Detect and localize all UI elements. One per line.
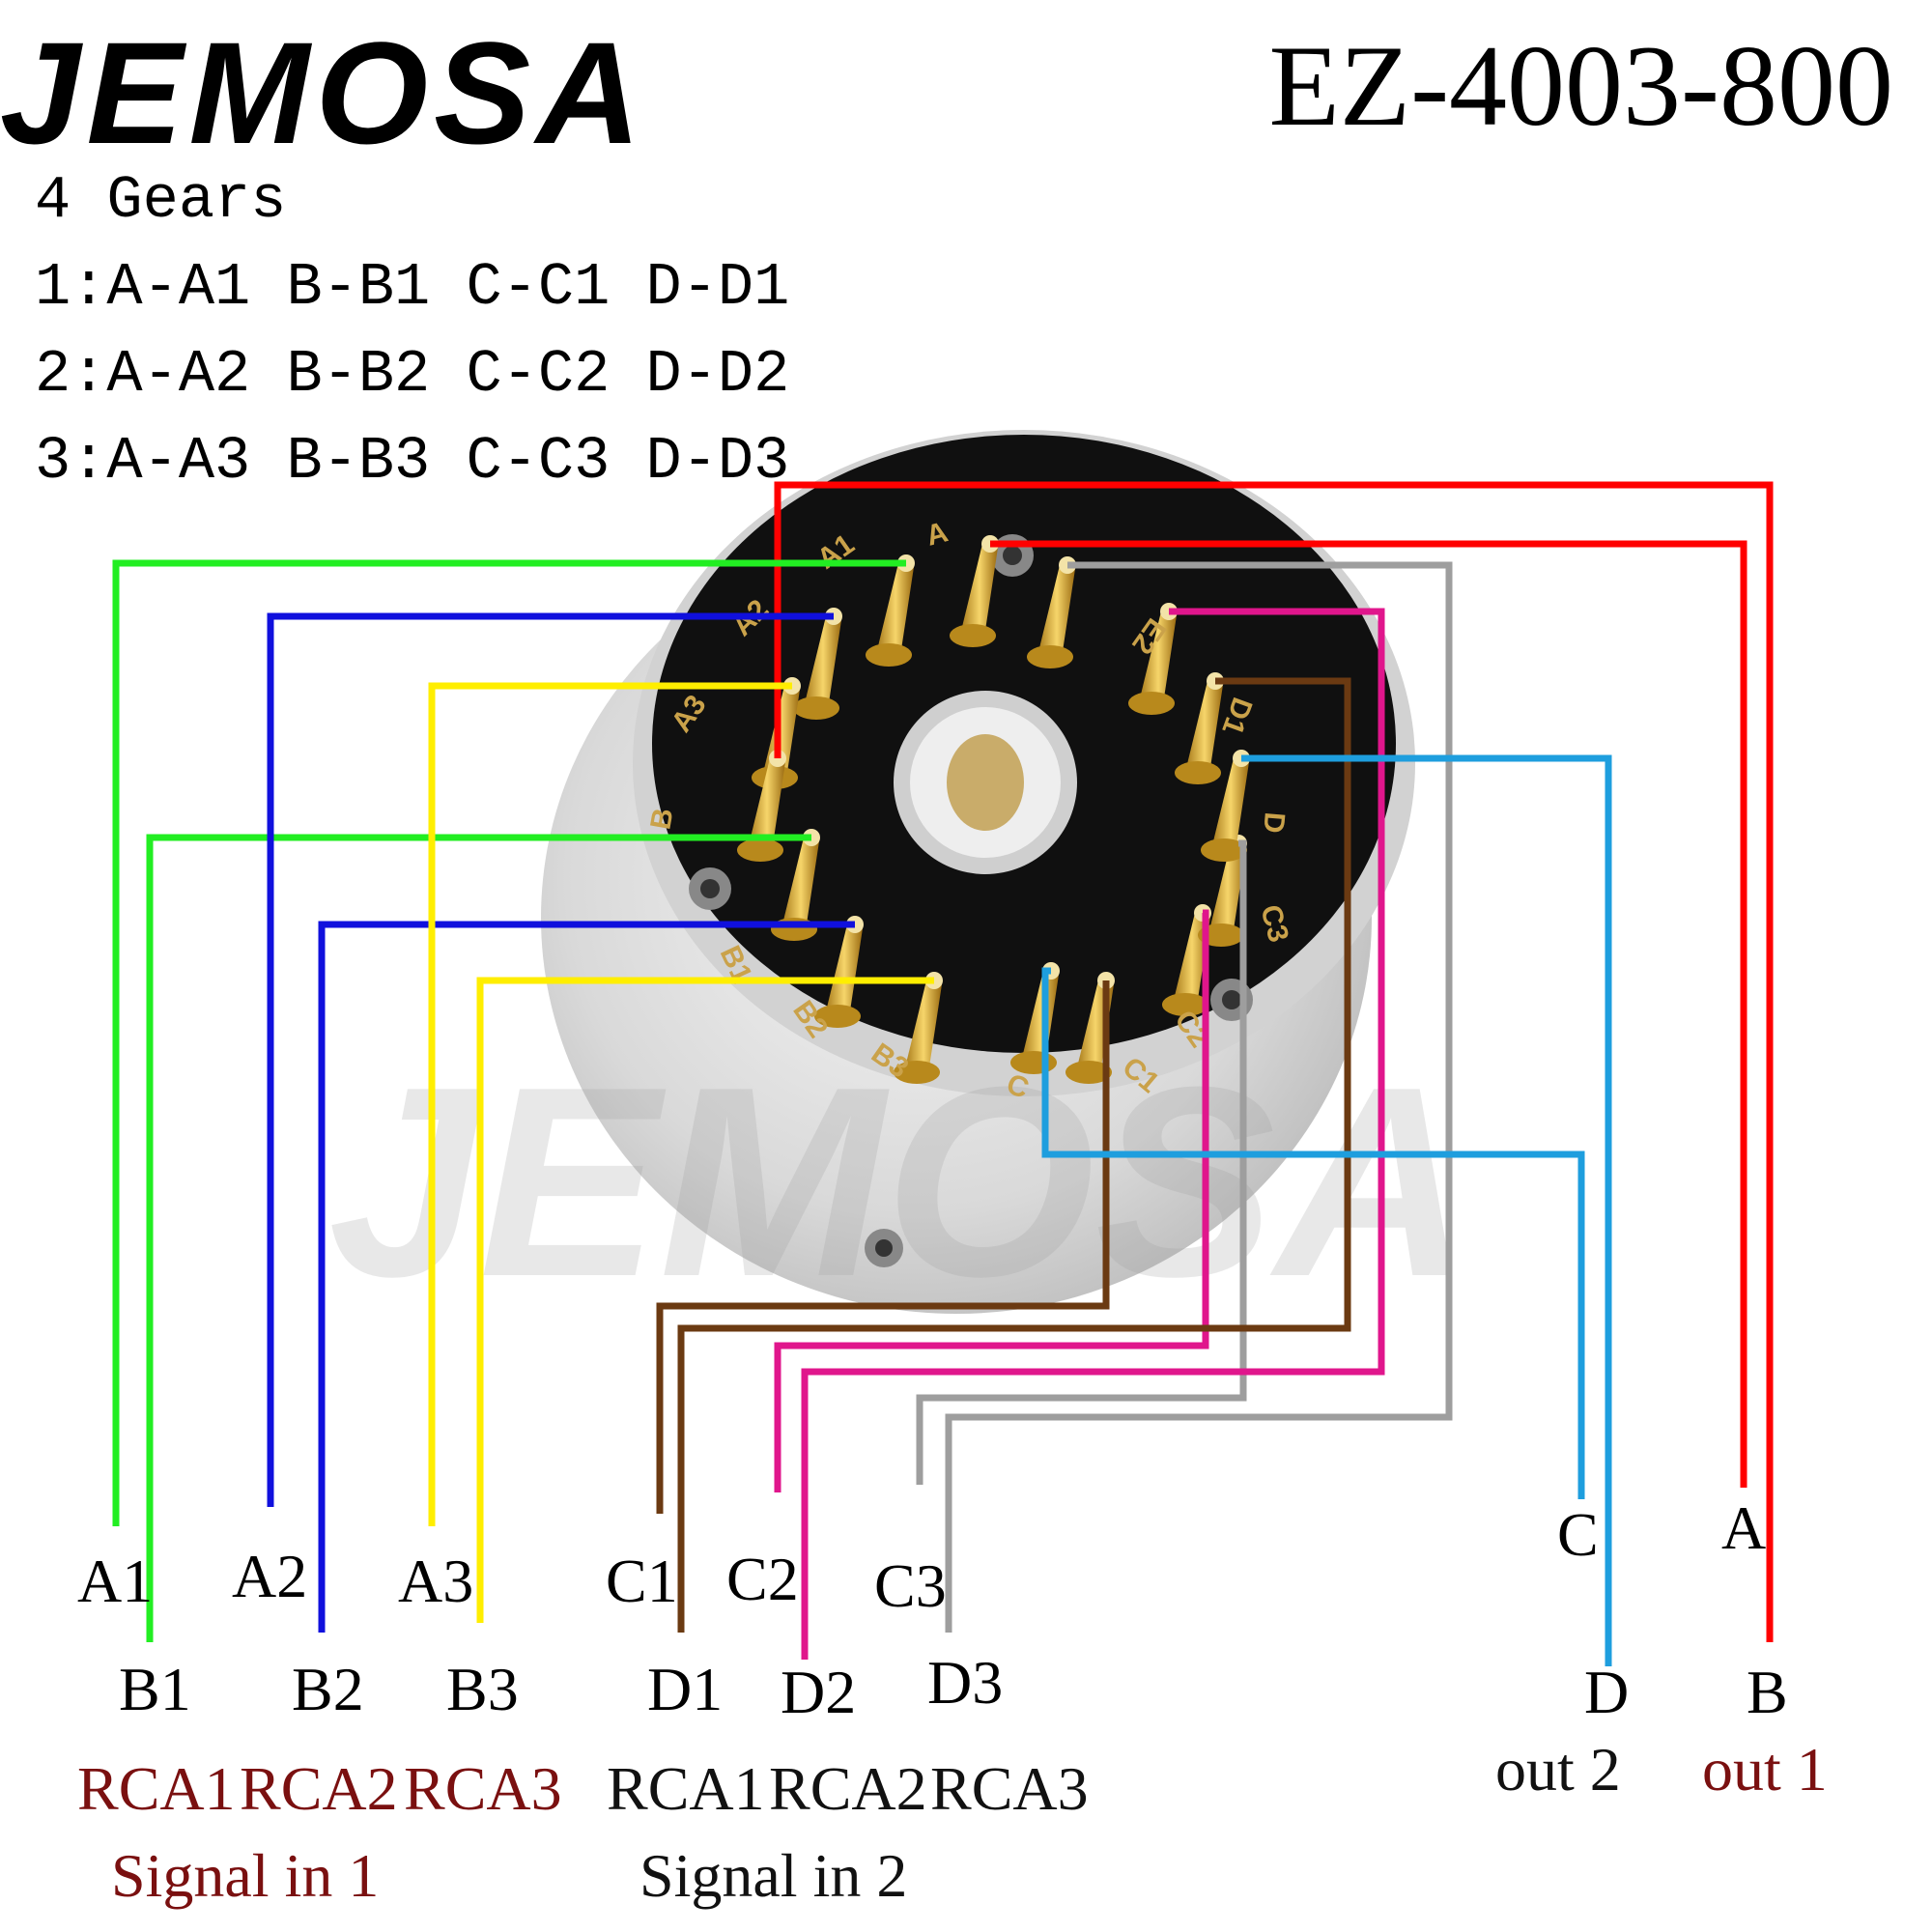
- spec-line-gears: 4 Gears: [35, 166, 287, 235]
- label-a3: A3: [398, 1547, 474, 1615]
- out2-caption: out 2: [1495, 1735, 1621, 1804]
- spec-line-3: 3:A-A3 B-B3 C-C3 D-D3: [35, 427, 790, 496]
- solder-pin-base: [866, 643, 912, 667]
- solder-pin: [961, 544, 998, 637]
- solder-pin-base: [1198, 923, 1244, 947]
- spec-line-2: 2:A-A2 B-B2 C-C2 D-D2: [35, 340, 790, 409]
- wire-blue-b2: [318, 921, 855, 1633]
- solder-pin: [905, 980, 942, 1073]
- wire-red-a: [990, 540, 1747, 1488]
- solder-pin-base: [1175, 761, 1221, 784]
- wire-red-b: [774, 481, 1774, 1642]
- wire-brown-c1: [677, 677, 1351, 1633]
- solder-pin: [782, 838, 819, 930]
- solder-pin: [1140, 611, 1177, 704]
- label-c1: C1: [606, 1547, 678, 1615]
- label-a2: A2: [232, 1542, 308, 1610]
- solder-pins: [737, 535, 1250, 1084]
- signal2-title: Signal in 2: [639, 1841, 908, 1910]
- wire-green-b1: [146, 834, 811, 1642]
- solder-pin: [1212, 758, 1249, 851]
- label-c: C: [1557, 1500, 1599, 1569]
- solder-pin: [749, 758, 785, 851]
- wire-grey-c3: [945, 561, 1453, 1633]
- wire-green-a1: [112, 559, 906, 1526]
- label-b2: B2: [292, 1655, 364, 1723]
- solder-pin-base: [1128, 692, 1175, 715]
- signal1-rca3: RCA3: [404, 1754, 562, 1823]
- label-c3: C3: [874, 1551, 947, 1620]
- label-b3: B3: [446, 1655, 519, 1723]
- solder-pin-base: [814, 1005, 861, 1028]
- model-number: EZ-4003-800: [1268, 21, 1893, 150]
- spec-line-1: 1:A-A1 B-B1 C-C1 D-D1: [35, 253, 790, 322]
- solder-pin-base: [793, 696, 839, 720]
- label-d: D: [1584, 1658, 1630, 1726]
- solder-pin: [877, 563, 914, 656]
- out1-caption: out 1: [1702, 1735, 1828, 1804]
- label-d1: D1: [647, 1655, 724, 1723]
- signal2-rca1: RCA1: [607, 1754, 765, 1823]
- solder-pin: [1209, 843, 1246, 936]
- wire-yellow-a3: [428, 682, 792, 1526]
- wire-magenta-c2: [774, 909, 1209, 1492]
- label-d3: D3: [927, 1648, 1004, 1717]
- solder-pin-base: [950, 624, 996, 647]
- signal2-rca3: RCA3: [930, 1754, 1089, 1823]
- brand-logo: JEMOSA: [0, 12, 647, 174]
- watermark-text: JEMOSA: [328, 1032, 1470, 1333]
- switch-shaft: [894, 691, 1077, 874]
- solder-pin: [1186, 681, 1223, 774]
- solder-pin: [826, 924, 863, 1017]
- solder-pin: [1038, 565, 1075, 658]
- label-d2: D2: [781, 1658, 857, 1726]
- wire-yellow-b3: [476, 977, 934, 1623]
- solder-pin-base: [1162, 993, 1208, 1016]
- solder-pin-base: [1027, 645, 1073, 668]
- label-a1: A1: [77, 1547, 154, 1615]
- pcb-label-d: D: [1257, 810, 1291, 834]
- solder-pin-base: [1201, 838, 1247, 862]
- signal1-rca2: RCA2: [240, 1754, 398, 1823]
- label-b1: B1: [119, 1655, 191, 1723]
- solder-pin-base: [737, 838, 783, 862]
- wire-cyan-c: [1041, 967, 1585, 1499]
- label-a: A: [1721, 1493, 1767, 1562]
- solder-pin-base: [894, 1061, 940, 1084]
- label-c2: C2: [726, 1545, 799, 1613]
- wire-grey-d3: [916, 839, 1247, 1485]
- signal1-title: Signal in 1: [111, 1841, 380, 1910]
- wire-cyan-d: [1241, 754, 1612, 1666]
- wire-blue-a2: [267, 612, 834, 1507]
- signal2-rca2: RCA2: [769, 1754, 927, 1823]
- signal1-rca1: RCA1: [77, 1754, 236, 1823]
- solder-pin: [805, 616, 841, 709]
- solder-pin-base: [1065, 1061, 1112, 1084]
- wire-brown-d1: [656, 980, 1110, 1514]
- solder-pin: [1022, 971, 1059, 1064]
- wire-magenta-d2: [801, 608, 1385, 1660]
- label-b: B: [1747, 1658, 1788, 1726]
